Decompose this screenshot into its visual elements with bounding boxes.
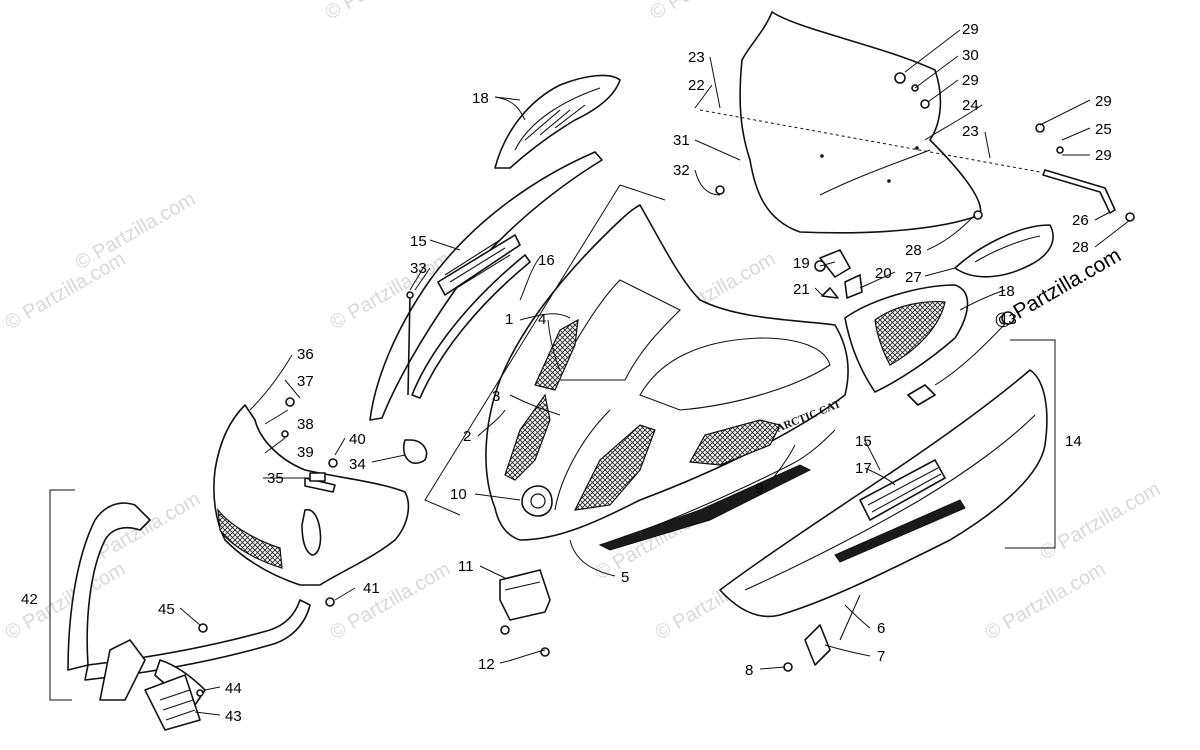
callout-label[interactable]: 23 bbox=[962, 123, 979, 140]
callout-label[interactable]: 4 bbox=[538, 311, 546, 328]
callout-label[interactable]: 13 bbox=[1000, 311, 1017, 328]
callout-label[interactable]: 45 bbox=[158, 601, 175, 618]
watermark: © Partzilla.com bbox=[72, 188, 200, 274]
watermark: © Partzilla.com bbox=[1037, 478, 1165, 564]
windshield[interactable] bbox=[699, 11, 1041, 234]
hood[interactable]: ARCTIC CAT bbox=[485, 204, 849, 551]
wind-deflector[interactable] bbox=[954, 224, 1054, 278]
callout-label[interactable]: 34 bbox=[349, 456, 366, 473]
hood-grille-center bbox=[573, 424, 656, 511]
callout-label[interactable]: 44 bbox=[225, 680, 242, 697]
callout-label[interactable]: 28 bbox=[905, 242, 922, 259]
panel-bracket[interactable] bbox=[783, 594, 861, 672]
hood-grille-left bbox=[504, 393, 551, 481]
callout-label[interactable]: 22 bbox=[688, 77, 705, 94]
callout-label[interactable]: 11 bbox=[458, 558, 474, 575]
callout-label[interactable]: 30 bbox=[962, 47, 979, 64]
watermark: © Partzilla.com bbox=[322, 0, 450, 24]
callout-label[interactable]: 16 bbox=[538, 252, 555, 269]
hood-grille-upper bbox=[534, 318, 579, 391]
side-panel-left[interactable] bbox=[369, 151, 603, 421]
callout-label[interactable]: 15 bbox=[855, 433, 872, 450]
callout-label[interactable]: 40 bbox=[349, 431, 366, 448]
callout-label[interactable]: 10 bbox=[450, 486, 467, 503]
callout-label[interactable]: 19 bbox=[793, 255, 810, 272]
callout-label[interactable]: 35 bbox=[267, 470, 284, 487]
callout-label[interactable]: 29 bbox=[962, 72, 979, 89]
callout-label[interactable]: 26 bbox=[1072, 212, 1089, 229]
callout-label[interactable]: 7 bbox=[877, 648, 885, 665]
callout-label[interactable]: 18 bbox=[472, 90, 489, 107]
callout-label[interactable]: 28 bbox=[1072, 239, 1089, 256]
watermark: © Partzilla.com bbox=[982, 558, 1110, 644]
callout-label[interactable]: 18 bbox=[998, 283, 1015, 300]
callout-label[interactable]: 20 bbox=[875, 265, 892, 282]
callout-label[interactable]: 31 bbox=[673, 132, 690, 149]
callout-label[interactable]: 23 bbox=[688, 49, 705, 66]
callout-label[interactable]: 5 bbox=[621, 569, 629, 586]
front-nose[interactable] bbox=[213, 404, 410, 586]
leader-lines bbox=[179, 29, 1131, 716]
watermark: © Partzilla.com bbox=[2, 248, 130, 334]
callout-label[interactable]: 29 bbox=[1095, 147, 1112, 164]
side-panel-right[interactable] bbox=[719, 369, 1048, 618]
watermark: © Partzilla.com bbox=[647, 0, 775, 24]
callout-label[interactable]: 24 bbox=[962, 97, 979, 114]
callout-label[interactable]: 14 bbox=[1065, 433, 1082, 450]
skid-plate[interactable] bbox=[144, 674, 201, 731]
callout-label[interactable]: 43 bbox=[225, 708, 242, 725]
vent-cover-right[interactable] bbox=[844, 284, 969, 393]
callout-label[interactable]: 8 bbox=[745, 662, 753, 679]
callout-label[interactable]: 27 bbox=[905, 269, 922, 286]
callout-label[interactable]: 15 bbox=[410, 233, 427, 250]
hood-grille-right bbox=[689, 419, 781, 466]
callout-label[interactable]: 32 bbox=[673, 162, 690, 179]
callout-label[interactable]: 33 bbox=[410, 260, 427, 277]
callout-label[interactable]: 41 bbox=[363, 580, 380, 597]
callout-label[interactable]: 9 bbox=[755, 480, 763, 497]
callout-label[interactable]: 39 bbox=[297, 444, 314, 461]
callout-label[interactable]: 25 bbox=[1095, 121, 1112, 138]
callout-label[interactable]: 29 bbox=[962, 21, 979, 38]
callout-label[interactable]: 6 bbox=[877, 620, 885, 637]
callout-label[interactable]: 3 bbox=[492, 388, 500, 405]
callout-label[interactable]: 17 bbox=[855, 460, 872, 477]
group-brackets bbox=[49, 184, 1056, 701]
callout-label[interactable]: 38 bbox=[297, 416, 314, 433]
hand-guard-upper[interactable] bbox=[494, 74, 621, 169]
callout-label[interactable]: 42 bbox=[21, 591, 38, 608]
hood-bracket[interactable] bbox=[499, 569, 551, 657]
callout-label[interactable]: 37 bbox=[297, 373, 314, 390]
callout-label[interactable]: 36 bbox=[297, 346, 314, 363]
callout-label[interactable]: 29 bbox=[1095, 93, 1112, 110]
callout-labels: 18 15 16 33 1 4 3 2 10 5 9 11 12 6 7 8 1… bbox=[21, 21, 1112, 725]
callout-label[interactable]: 2 bbox=[463, 428, 471, 445]
callout-label[interactable]: 21 bbox=[793, 281, 810, 298]
hood-emblem bbox=[521, 485, 553, 517]
hardware bbox=[196, 72, 1135, 697]
callout-label[interactable]: 12 bbox=[478, 656, 495, 673]
nose-grille bbox=[217, 508, 283, 569]
callout-label[interactable]: 1 bbox=[505, 311, 513, 328]
